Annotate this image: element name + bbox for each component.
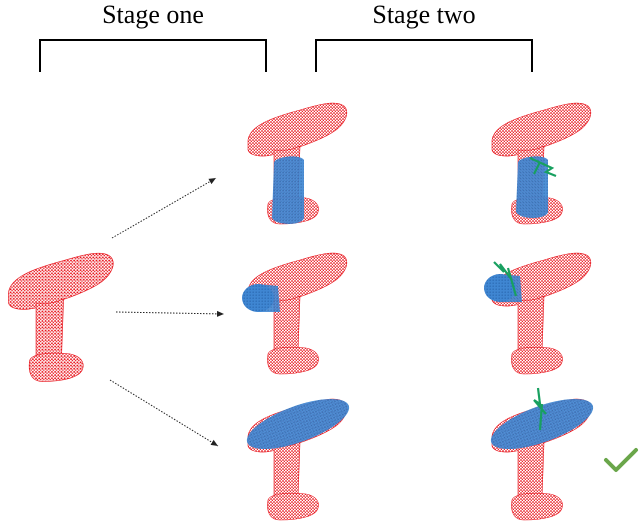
- stage-two-row-1: [492, 103, 591, 224]
- cylinder-handle-primitive: [516, 156, 548, 218]
- arrows: [110, 178, 224, 446]
- arrow-to-row-1: [112, 178, 216, 238]
- stage-one-row-2: [242, 253, 347, 374]
- stage-one-bracket: [40, 40, 266, 72]
- stage-one-row-1: [248, 103, 347, 224]
- arrow-to-row-2: [116, 312, 224, 314]
- cylinder-handle-primitive: [272, 156, 304, 224]
- check-icon: [606, 450, 636, 470]
- stage-two-row-2: [484, 253, 591, 374]
- stage-two-bracket: [316, 40, 532, 72]
- input-point-cloud: [8, 253, 113, 381]
- arrow-to-row-3: [110, 380, 218, 446]
- stage-two-row-3: [485, 388, 599, 520]
- stage-one-row-3: [241, 389, 355, 520]
